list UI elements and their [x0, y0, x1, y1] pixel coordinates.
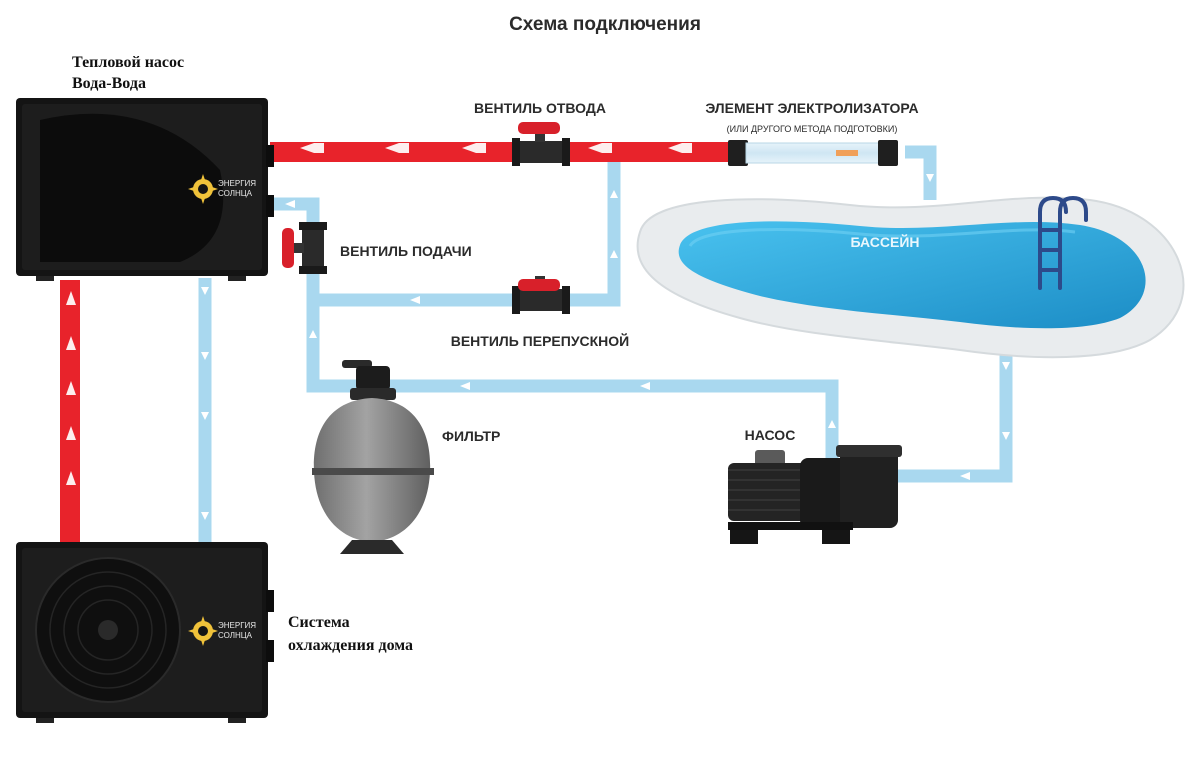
flow-arrow-icon: [66, 291, 76, 305]
flow-arrow-icon: [610, 250, 618, 258]
flow-arrow-icon: [66, 426, 76, 440]
supply-valve: [282, 222, 327, 274]
drain-valve: [512, 122, 570, 166]
flow-arrow-icon: [410, 296, 420, 304]
flow-arrow-icon: [201, 512, 209, 520]
cold-pipe-pool-return: [898, 355, 1013, 483]
hot-pipes: [60, 142, 740, 545]
flow-arrow-icon: [309, 330, 317, 338]
flow-arrow-icon: [828, 420, 836, 428]
cold-pipe-to-pool: [905, 145, 937, 200]
flow-arrow-icon: [66, 336, 76, 350]
cold-flow-arrows: [201, 174, 1010, 520]
flow-arrow-icon: [640, 382, 650, 390]
flow-arrow-icon: [610, 190, 618, 198]
diagram-title: Схема подключения: [509, 14, 701, 35]
brand-line-1: ЭНЕРГИЯ: [218, 179, 256, 188]
heat-pump-label-line-1: Тепловой насос: [72, 54, 184, 71]
heat-pump-label-line-2: Вода-Вода: [72, 75, 146, 92]
flow-arrow-icon: [201, 412, 209, 420]
drain-valve-label: ВЕНТИЛЬ ОТВОДА: [474, 100, 606, 116]
bypass-valve-label: ВЕНТИЛЬ ПЕРЕПУСКНОЙ: [451, 332, 630, 349]
brand-line-2: СОЛНЦА: [218, 189, 253, 198]
flow-arrow-icon: [66, 381, 76, 395]
heat-pump-unit: ЭНЕРГИЯ СОЛНЦА: [16, 98, 274, 281]
cooling-label-line-2: охлаждения дома: [288, 637, 413, 654]
cold-pipe-supply: [270, 197, 839, 458]
flow-arrow-icon: [588, 143, 612, 153]
pump-icon: [728, 445, 902, 544]
valve-icon: [518, 122, 560, 134]
flow-arrow-icon: [201, 352, 209, 360]
pump-label: НАСОС: [745, 427, 796, 443]
pool: [636, 195, 1185, 359]
sun-logo-icon: [188, 174, 218, 204]
flow-arrow-icon: [300, 143, 324, 153]
cooling-unit: ЭНЕРГИЯ СОЛНЦА: [16, 542, 274, 723]
electrolyzer-cell: [728, 140, 898, 166]
flow-arrow-icon: [960, 472, 970, 480]
filter-tank-icon: [312, 360, 434, 554]
brand-line-1: ЭНЕРГИЯ: [218, 621, 256, 630]
flow-arrow-icon: [1002, 362, 1010, 370]
hot-flow-arrows: [66, 143, 692, 485]
flow-arrow-icon: [926, 174, 934, 182]
brand-line-2: СОЛНЦА: [218, 631, 253, 640]
flow-arrow-icon: [1002, 432, 1010, 440]
cold-pipe-bypass: [313, 158, 621, 307]
valve-icon: [282, 228, 294, 268]
electrolyzer-label: ЭЛЕМЕНТ ЭЛЕКТРОЛИЗАТОРА: [705, 100, 918, 116]
sun-logo-icon: [188, 616, 218, 646]
flow-arrow-icon: [385, 143, 409, 153]
valve-icon: [518, 279, 560, 291]
flow-arrow-icon: [462, 143, 486, 153]
electrolyzer-note: (ИЛИ ДРУГОГО МЕТОДА ПОДГОТОВКИ): [727, 124, 898, 134]
cooling-label-line-1: Система: [288, 614, 350, 631]
flow-arrow-icon: [285, 200, 295, 208]
flow-arrow-icon: [201, 287, 209, 295]
bypass-valve: [512, 276, 570, 314]
flow-arrow-icon: [66, 471, 76, 485]
pool-label: БАССЕЙН: [850, 233, 919, 250]
flow-arrow-icon: [460, 382, 470, 390]
ladder-icon: [1038, 195, 1088, 290]
flow-arrow-icon: [668, 143, 692, 153]
supply-valve-label: ВЕНТИЛЬ ПОДАЧИ: [340, 243, 472, 259]
filter-label: ФИЛЬТР: [442, 428, 500, 444]
